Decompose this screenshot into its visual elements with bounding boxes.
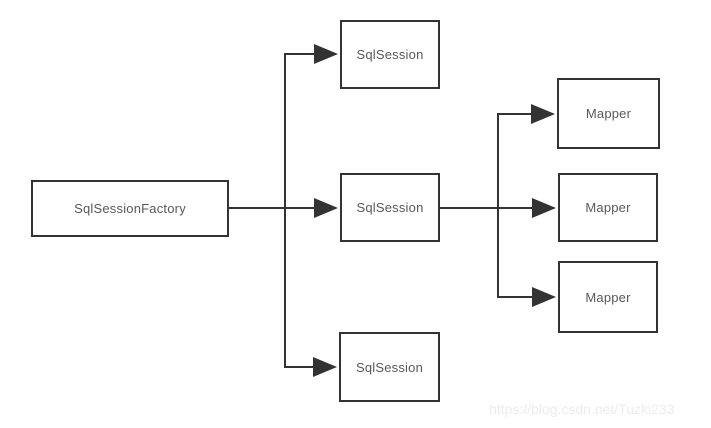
node-sqlsessionfactory: SqlSessionFactory (31, 180, 229, 237)
node-sqlsession-bottom: SqlSession (339, 332, 440, 402)
connector-sqlsession-to-mapper-bottom (497, 208, 556, 307)
watermark-text: https://blog.csdn.net/Tuzki233 (489, 401, 675, 417)
node-mapper-bottom: Mapper (558, 261, 658, 333)
connector-factory-to-sqlsession-top (284, 44, 338, 208)
node-label: SqlSessionFactory (74, 201, 186, 216)
node-label: SqlSession (356, 200, 424, 215)
node-sqlsession-middle: SqlSession (340, 173, 440, 242)
node-sqlsession-top: SqlSession (340, 20, 440, 89)
connector-sqlsession-to-mapper-top (497, 104, 555, 208)
node-label: Mapper (585, 200, 631, 215)
node-label: Mapper (585, 289, 631, 305)
node-mapper-top: Mapper (557, 78, 660, 149)
node-label: SqlSession (355, 359, 424, 375)
node-label: SqlSession (356, 47, 424, 62)
node-mapper-middle: Mapper (558, 173, 658, 242)
node-label: Mapper (585, 106, 632, 121)
connector-factory-to-sqlsession-bottom (284, 208, 337, 377)
